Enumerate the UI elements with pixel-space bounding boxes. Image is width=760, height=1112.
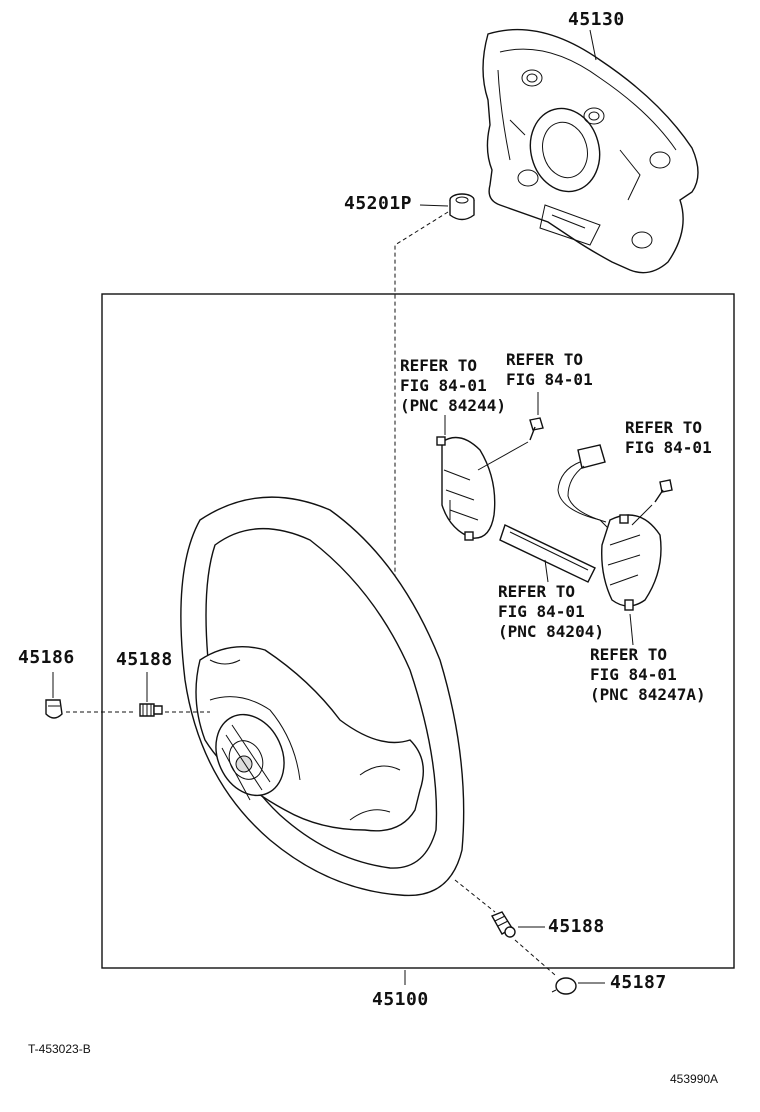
ref-line: REFER TO xyxy=(506,350,584,369)
figure-code: T-453023-B xyxy=(28,1042,91,1056)
label-45100: 45100 xyxy=(372,989,429,1010)
label-45188-right: 45188 xyxy=(548,916,605,937)
ref-line: FIG 84-01 xyxy=(625,438,712,457)
ref-line: REFER TO xyxy=(400,356,478,375)
label-45201p: 45201P xyxy=(344,193,413,214)
ref-screw-right: REFER TO FIG 84-01 xyxy=(625,418,712,458)
airbag-assembly xyxy=(482,28,699,274)
steering-wheel xyxy=(180,496,465,897)
ref-line: (PNC 84204) xyxy=(498,622,604,641)
ref-switch-right: REFER TO FIG 84-01 (PNC 84247A) xyxy=(590,645,706,705)
page-code: 453990A xyxy=(670,1072,719,1086)
label-45187: 45187 xyxy=(610,972,667,993)
ref-plate: REFER TO FIG 84-01 (PNC 84204) xyxy=(498,582,604,642)
nut-45201p xyxy=(449,193,475,221)
assembly-frame xyxy=(101,293,735,969)
ref-line: REFER TO xyxy=(590,645,668,664)
ref-line: FIG 84-01 xyxy=(506,370,593,389)
plate-84204 xyxy=(499,524,596,583)
ref-screw-left: REFER TO FIG 84-01 xyxy=(506,350,593,390)
ref-line: (PNC 84244) xyxy=(400,396,506,415)
switch-right xyxy=(601,514,662,611)
label-45186: 45186 xyxy=(18,647,75,668)
leader-45130 xyxy=(589,29,597,61)
harness xyxy=(557,444,616,536)
ref-line: FIG 84-01 xyxy=(590,665,677,684)
switch-left xyxy=(436,436,496,541)
ref-line: (PNC 84247A) xyxy=(590,685,706,704)
cap-45186 xyxy=(45,699,63,719)
bolt-45188-right xyxy=(491,911,516,938)
ref-line: FIG 84-01 xyxy=(498,602,585,621)
label-45188-left: 45188 xyxy=(116,649,173,670)
screw-right xyxy=(654,479,673,503)
label-45130: 45130 xyxy=(568,9,625,30)
ref-line: REFER TO xyxy=(625,418,703,437)
bolt-45188-left xyxy=(139,703,163,717)
ref-switch-left: REFER TO FIG 84-01 (PNC 84244) xyxy=(400,356,506,416)
ref-line: REFER TO xyxy=(498,582,576,601)
cap-45187 xyxy=(551,977,577,995)
ref-line: FIG 84-01 xyxy=(400,376,487,395)
screw-left xyxy=(529,417,544,441)
